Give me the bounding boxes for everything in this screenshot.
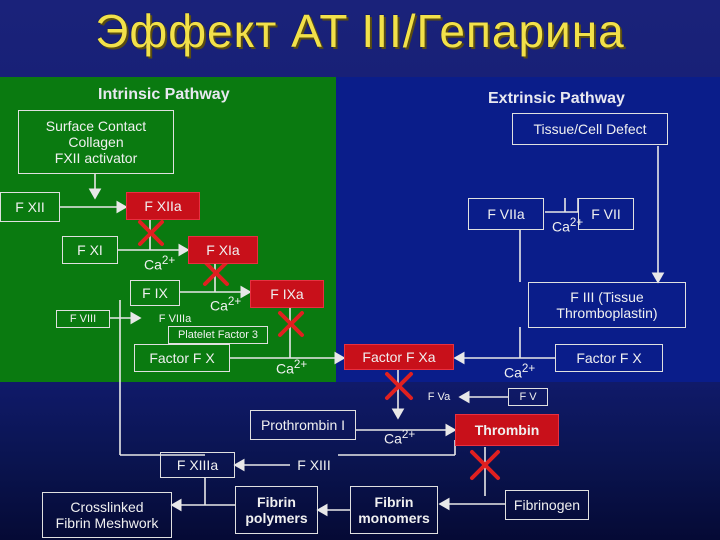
factor-fx-right-box: Factor F X (555, 344, 663, 372)
fviii-box: F VIII (56, 310, 110, 328)
crosslinked-line-2: Fibrin Meshwork (55, 515, 159, 531)
surface-contact-line: Surface Contact (45, 118, 147, 134)
fiii-line-2: Thromboplastin) (556, 305, 658, 321)
ca-label-fvii: Ca2+ (552, 216, 584, 235)
fiii-box: F III (Tissue Thromboplastin) (528, 282, 686, 328)
fixa-box: F IXa (250, 280, 324, 308)
factor-fxa-box: Factor F Xa (344, 344, 454, 370)
extrinsic-header: Extrinsic Pathway (488, 90, 625, 107)
ca-label-fxa-right: Ca2+ (504, 362, 536, 381)
fxi-box: F XI (62, 236, 118, 264)
factor-fx-left-box: Factor F X (134, 344, 230, 372)
intrinsic-header: Intrinsic Pathway (98, 86, 230, 103)
fxiia-box: F XIIa (126, 192, 200, 220)
fxiii-label: F XIII (297, 457, 331, 473)
fviia-box: F VIIa (468, 198, 544, 230)
surface-contact-box: Surface Contact Collagen FXII activator (18, 110, 174, 174)
tissue-defect-box: Tissue/Cell Defect (512, 113, 668, 145)
inhibition-marks (138, 220, 500, 480)
platelet-factor-box: Platelet Factor 3 (168, 326, 268, 344)
fibrin-monomers-box: Fibrin monomers (350, 486, 438, 534)
crosslinked-line-1: Crosslinked (70, 499, 144, 515)
fxii-box: F XII (0, 192, 60, 222)
fibrin-monomers-line-1: Fibrin (374, 494, 414, 510)
fv-box: F V (508, 388, 548, 406)
fiii-line-1: F III (Tissue (570, 289, 644, 305)
fvii-box: F VII (578, 198, 634, 230)
prothrombin-box: Prothrombin I (250, 410, 356, 440)
collagen-line: Collagen (68, 134, 124, 150)
ca-label-thrombin: Ca2+ (384, 428, 416, 447)
ca-label-fix: Ca2+ (210, 295, 242, 314)
fxiiia-box: F XIIIa (160, 452, 235, 478)
fibrin-polymers-line-1: Fibrin (257, 494, 296, 510)
fxia-box: F XIa (188, 236, 258, 264)
fxii-activator-line: FXII activator (54, 150, 138, 166)
fviiia-label: F VIIIa (158, 313, 192, 325)
ca-label-fx: Ca2+ (276, 358, 308, 377)
fix-box: F IX (130, 280, 180, 306)
thrombin-box: Thrombin (455, 414, 559, 446)
slide-title: Эффект AT III/Гепарина (95, 5, 625, 57)
fibrinogen-box: Fibrinogen (505, 490, 589, 520)
fva-label: F Va (427, 391, 451, 403)
ca-label-fxi: Ca2+ (144, 254, 176, 273)
fibrin-polymers-line-2: polymers (245, 510, 308, 526)
fibrin-monomers-line-2: monomers (358, 510, 430, 526)
crosslinked-box: Crosslinked Fibrin Meshwork (42, 492, 172, 538)
fibrin-polymers-box: Fibrin polymers (235, 486, 318, 534)
